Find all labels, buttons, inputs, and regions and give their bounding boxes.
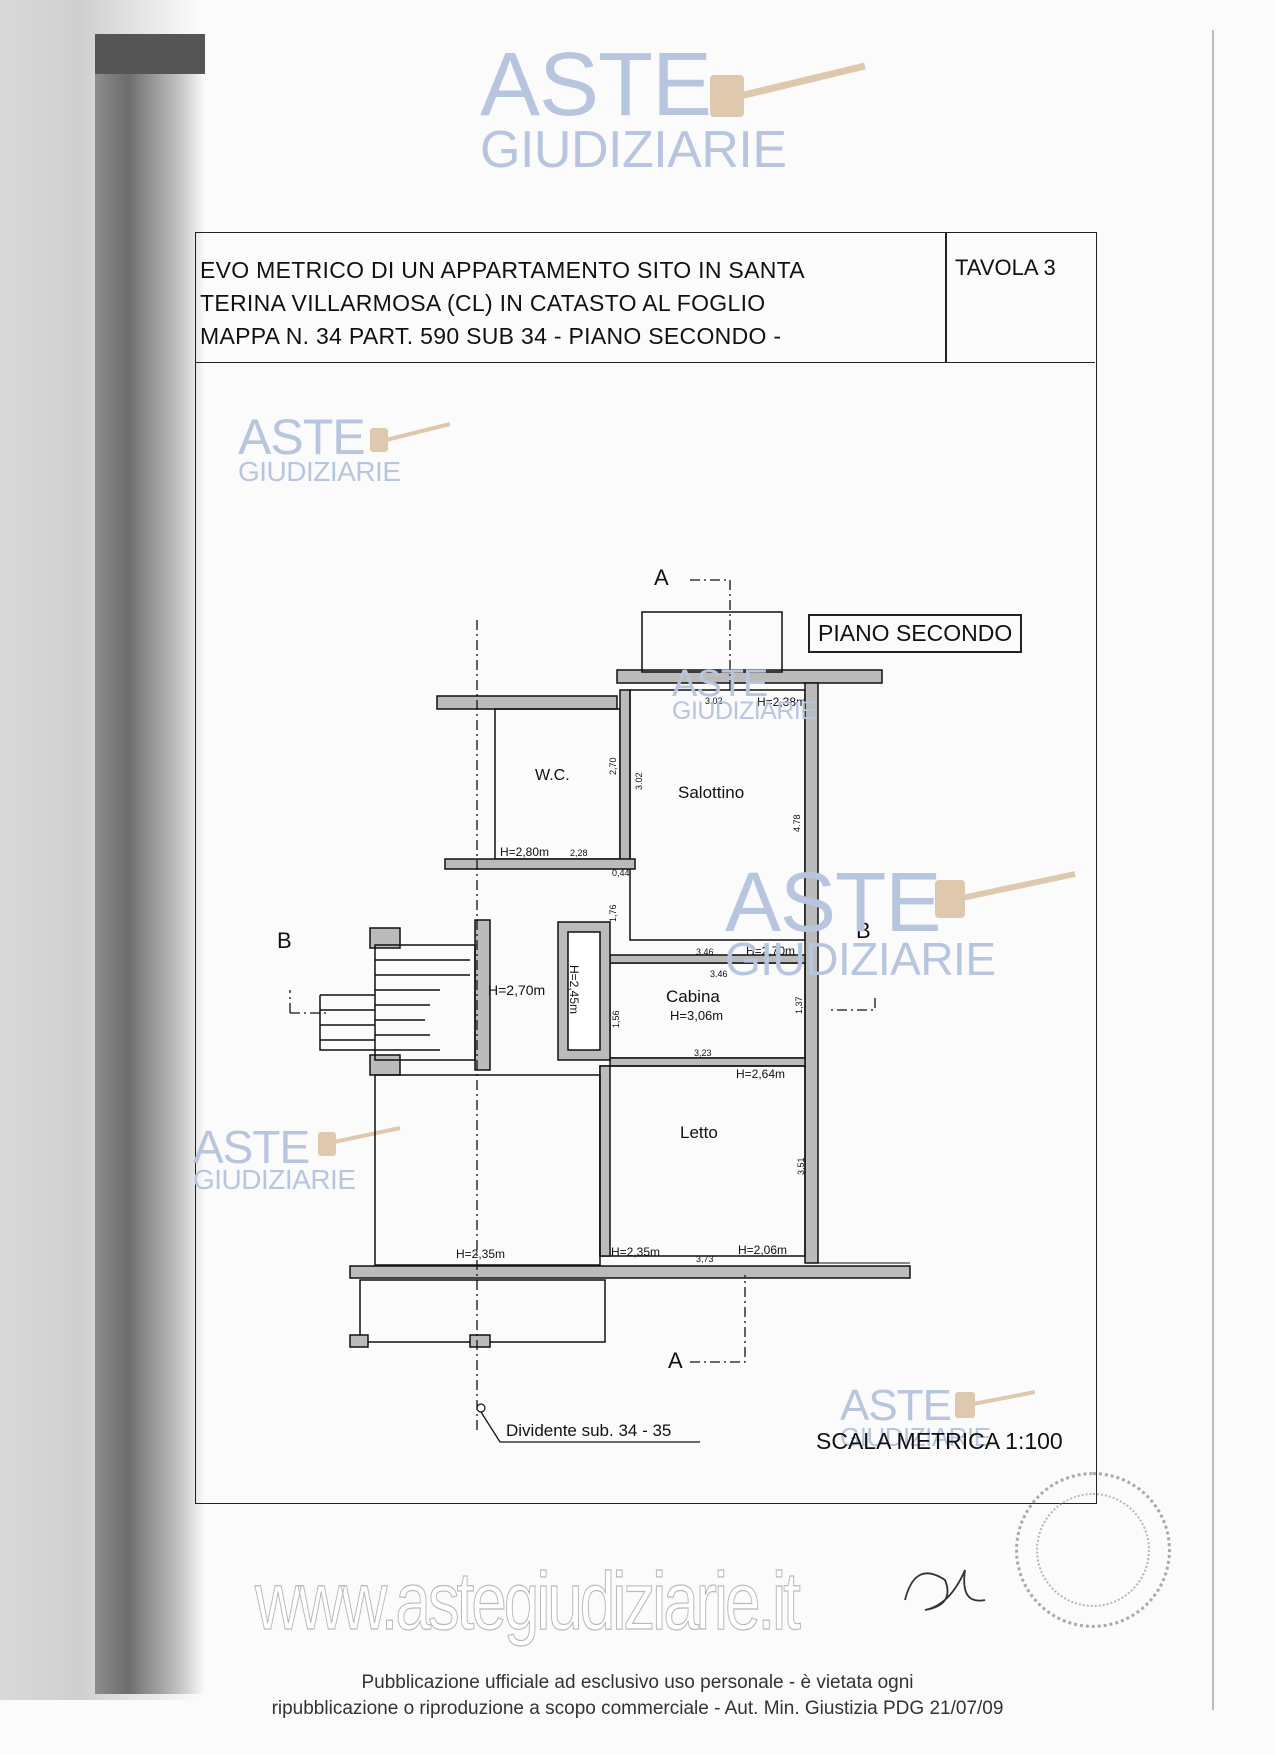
title-line-1: EVO METRICO DI UN APPARTAMENTO SITO IN S… [200, 257, 805, 283]
height-corridor: H=2,70m [488, 982, 545, 998]
watermark-logo-small-3: ASTE GIUDIZIARIE [840, 1381, 991, 1452]
scan-dark-corner [95, 34, 205, 74]
divider-leader [480, 1411, 700, 1443]
dim-gap: 0,44 [612, 868, 630, 878]
divider-marker-icon [476, 1403, 486, 1413]
watermark-brand-1: ASTE [238, 409, 366, 465]
footer-disclaimer-1: Pubblicazione ufficiale ad esclusivo uso… [361, 1672, 914, 1693]
watermark-brand-1: ASTE [672, 663, 768, 705]
height-salottino-top: H=2,38m [757, 695, 806, 709]
dim-salottino-width-top: 3.02 [705, 696, 723, 706]
watermark-logo-top: ASTE GIUDIZIARIE [480, 40, 787, 176]
gavel-icon [710, 62, 866, 117]
dim-salottino-side: 3.02 [634, 772, 644, 790]
gavel-icon [955, 1390, 1036, 1418]
height-salottino-bottom: H=2,70m [746, 944, 795, 958]
scale-label: SCALA METRICA 1:100 [816, 1428, 1063, 1454]
section-a-top: A [654, 565, 669, 590]
dim-letto-width: 3,73 [696, 1254, 714, 1264]
walls [319, 611, 911, 1348]
scan-binding-shadow [95, 34, 205, 1694]
divider-note: Dividente sub. 34 - 35 [506, 1421, 671, 1440]
room-cabina: Cabina [666, 987, 720, 1006]
room-wc: W.C. [535, 767, 570, 784]
height-letto-bottom-right: H=2,06m [738, 1243, 787, 1257]
dim-cabina-right: 1,37 [794, 996, 804, 1014]
height-living-bottom: H=2,35m [456, 1247, 505, 1261]
height-cabina: H=3,06m [670, 1008, 723, 1023]
page-edge-line [1212, 30, 1214, 1710]
dim-letto-height: 3,51 [796, 1157, 806, 1175]
watermark-logo-small-1: ASTE GIUDIZIARIE [238, 412, 401, 486]
height-letto-top: H=2,64m [736, 1067, 785, 1081]
title-line-3: MAPPA N. 34 PART. 590 SUB 34 - PIANO SEC… [200, 323, 782, 349]
floor-label: PIANO SECONDO [808, 614, 1023, 653]
watermark-brand-2: GIUDIZIARIE [238, 456, 401, 487]
watermark-logo-small-2: ASTE GIUDIZIARIE [193, 1124, 356, 1194]
gavel-icon [935, 871, 1076, 918]
title-line-2: TERINA VILLARMOSA (CL) IN CATASTO AL FOG… [200, 290, 766, 316]
gavel-icon [318, 1126, 401, 1156]
official-stamp-icon [1015, 1472, 1171, 1628]
gavel-icon [370, 422, 451, 452]
watermark-brand-1: ASTE [193, 1121, 310, 1173]
dim-cabina-left: 1,56 [611, 1010, 621, 1028]
drawing-sheet-frame [195, 232, 1097, 1504]
watermark-logo-right: ASTE GIUDIZIARIE [725, 860, 996, 982]
title-divider [945, 232, 947, 362]
dim-salottino-width-bottom: 3.46 [696, 947, 714, 957]
height-niche: H=2,45m [567, 965, 581, 1014]
dim-salottino-height: 4.78 [792, 814, 802, 832]
watermark-brand-2: GIUDIZIARIE [672, 697, 817, 725]
watermark-brand-1: ASTE [840, 1381, 952, 1430]
watermark-brand-2: GIUDIZIARIE [840, 1422, 991, 1452]
watermark-brand-1: ASTE [725, 855, 941, 949]
watermark-brand-2: GIUDIZIARIE [480, 121, 787, 179]
room-letto: Letto [680, 1123, 718, 1142]
dim-cabina-width-top: 3.46 [710, 969, 728, 979]
section-b-left: B [277, 928, 292, 953]
section-lines [289, 579, 876, 1430]
height-wc: H=2,80m [500, 845, 549, 859]
dim-cabina-width-bottom: 3,23 [694, 1048, 712, 1058]
section-b-right: B [856, 918, 871, 943]
signature-scribble-icon [904, 1569, 986, 1611]
watermark-brand-2: GIUDIZIARIE [193, 1164, 356, 1195]
watermark-brand-2: GIUDIZIARIE [725, 933, 996, 985]
section-a-bottom: A [668, 1348, 683, 1373]
watermark-logo-plan: ASTE GIUDIZIARIE [672, 665, 817, 724]
tavola-number: TAVOLA 3 [955, 255, 1056, 280]
watermark-brand-1: ASTE [480, 35, 712, 135]
dim-wc-height: 2,70 [608, 757, 618, 775]
title-block [195, 232, 1095, 363]
height-letto-bottom-left: H=2,35m [611, 1245, 660, 1259]
dim-corridor-side: 1,76 [608, 904, 618, 922]
footer-disclaimer-2: ripubblicazione o riproduzione a scopo c… [271, 1698, 1004, 1719]
room-salottino: Salottino [678, 783, 744, 802]
watermark-url: www.astegiudiziarie.it [255, 1555, 802, 1647]
dim-wc-width: 2,28 [570, 848, 588, 858]
